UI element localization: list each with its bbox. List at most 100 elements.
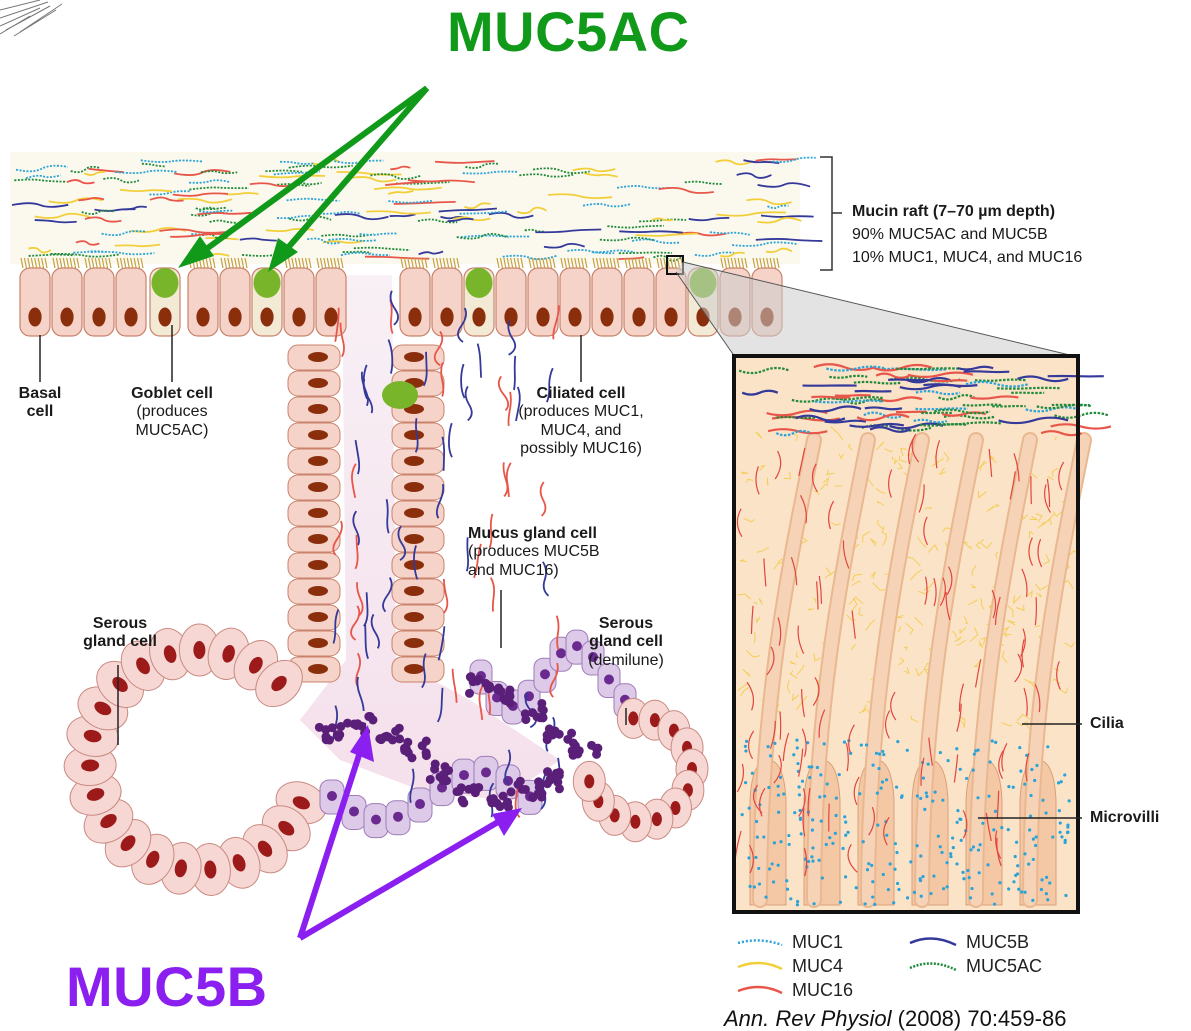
muc1-dot bbox=[949, 855, 952, 858]
muc1-dot bbox=[1023, 891, 1026, 894]
muc1-dot bbox=[1031, 899, 1034, 902]
muc1-dot bbox=[795, 739, 798, 742]
muc1-dot bbox=[777, 811, 780, 814]
muc1-dot bbox=[821, 876, 824, 879]
muc1-dot bbox=[749, 885, 752, 888]
muc1-dot bbox=[811, 846, 814, 849]
nucleus bbox=[630, 815, 640, 829]
muc1-dot bbox=[828, 836, 831, 839]
muc5b-granule bbox=[489, 794, 498, 803]
muc1-dot bbox=[844, 875, 847, 878]
muc1-dot bbox=[991, 739, 994, 742]
muc1-dot bbox=[787, 834, 790, 837]
muc1-dot bbox=[772, 880, 775, 883]
muc5b-granule bbox=[377, 735, 386, 744]
serous-gland-left bbox=[63, 623, 333, 897]
muc5b-granule bbox=[422, 748, 431, 757]
goblet-granules bbox=[382, 381, 418, 409]
muc1-dot bbox=[777, 794, 780, 797]
muc1-dot bbox=[871, 764, 874, 767]
muc5b-granule bbox=[431, 760, 440, 769]
muc1-dot bbox=[751, 772, 754, 775]
muc1-dot bbox=[894, 842, 897, 845]
muc1-dot bbox=[972, 769, 975, 772]
muc1-dot bbox=[1066, 826, 1069, 829]
muc1-dot bbox=[766, 745, 769, 748]
muc1-dot bbox=[1048, 881, 1051, 884]
muc1-dot bbox=[777, 864, 780, 867]
muc1-dot bbox=[955, 862, 958, 865]
legend-muc1: MUC1 bbox=[792, 932, 843, 953]
muc1-dot bbox=[876, 792, 879, 795]
muc1-dot bbox=[773, 742, 776, 745]
muc1-dot bbox=[1033, 779, 1036, 782]
muc1-dot bbox=[986, 863, 989, 866]
muc1-dot bbox=[920, 895, 923, 898]
muc5b-granule bbox=[496, 687, 505, 696]
nucleus bbox=[415, 799, 425, 809]
muc1-dot bbox=[922, 777, 925, 780]
muc1-dot bbox=[1059, 821, 1062, 824]
nucleus bbox=[308, 430, 328, 440]
nucleus bbox=[540, 669, 550, 679]
muc1-dot bbox=[1018, 746, 1021, 749]
muc1-dot bbox=[878, 752, 881, 755]
mucin-strand bbox=[835, 395, 871, 396]
muc5b-granule bbox=[521, 785, 530, 794]
nucleus bbox=[504, 307, 517, 326]
muc1-dot bbox=[1019, 769, 1022, 772]
nucleus bbox=[124, 307, 137, 326]
muc1-dot bbox=[870, 864, 873, 867]
muc1-dot bbox=[1029, 794, 1032, 797]
nucleus bbox=[459, 770, 469, 780]
muc1-dot bbox=[955, 747, 958, 750]
muc1-dot bbox=[919, 854, 922, 857]
muc1-dot bbox=[808, 776, 811, 779]
muc1-dot bbox=[798, 793, 801, 796]
muc5b-granule bbox=[407, 753, 416, 762]
muc1-dot bbox=[1029, 814, 1032, 817]
mucin-strand bbox=[444, 579, 448, 613]
muc1-dot bbox=[1034, 844, 1037, 847]
muc1-dot bbox=[748, 807, 751, 810]
muc1-dot bbox=[977, 749, 980, 752]
muc1-dot bbox=[968, 876, 971, 879]
muc1-dot bbox=[769, 754, 772, 757]
muc1-dot bbox=[931, 799, 934, 802]
muc1-dot bbox=[1045, 892, 1048, 895]
muc1-dot bbox=[768, 867, 771, 870]
muc1-dot bbox=[976, 796, 979, 799]
muc1-dot bbox=[885, 834, 888, 837]
citation: Ann. Rev Physiol (2008) 70:459-86 bbox=[724, 1006, 1066, 1031]
goblet-cell-label: Goblet cell (produces MUC5AC) bbox=[112, 385, 232, 440]
muc1-dot bbox=[969, 896, 972, 899]
nucleus bbox=[408, 307, 421, 326]
muc1-dot bbox=[994, 741, 997, 744]
legend-muc5b: MUC5B bbox=[966, 932, 1029, 953]
muc1-dot bbox=[909, 860, 912, 863]
muc1-dot bbox=[1012, 880, 1015, 883]
muc5b-granule bbox=[521, 715, 530, 724]
muc1-dot bbox=[1015, 841, 1018, 844]
muc1-dot bbox=[799, 817, 802, 820]
mucin-strand bbox=[449, 423, 452, 457]
muc5b-granule bbox=[555, 768, 564, 777]
muc1-dot bbox=[895, 786, 898, 789]
mucin-strand bbox=[197, 213, 251, 215]
muc1-dot bbox=[987, 795, 990, 798]
ciliated-cell-label: Ciliated cell (produces MUC1, MUC4, and … bbox=[495, 385, 667, 459]
serous-right-label: Serous gland cell (demilune) bbox=[570, 615, 682, 670]
nucleus bbox=[584, 774, 594, 788]
muc1-dot bbox=[937, 835, 940, 838]
muc1-dot bbox=[1051, 835, 1054, 838]
muc1-dot bbox=[835, 796, 838, 799]
raft-title: Mucin raft (7–70 µm depth) bbox=[852, 203, 1055, 221]
muc1-dot bbox=[916, 794, 919, 797]
nucleus bbox=[193, 641, 205, 659]
nucleus bbox=[228, 307, 241, 326]
muc1-dot bbox=[998, 881, 1001, 884]
muc5b-granule bbox=[426, 775, 435, 784]
muc1-dot bbox=[816, 766, 819, 769]
muc1-dot bbox=[786, 888, 789, 891]
